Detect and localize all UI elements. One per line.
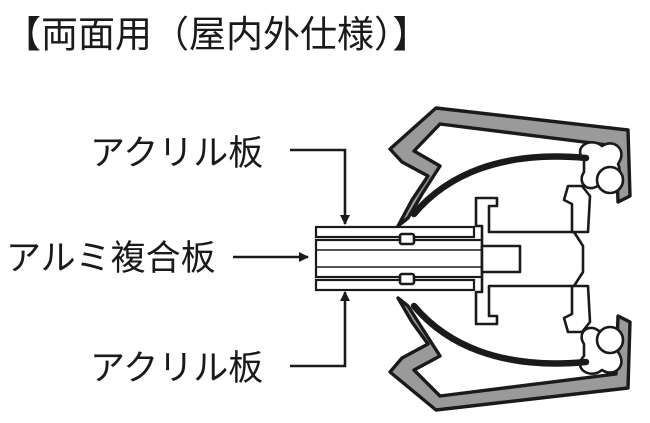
gasket-bottom bbox=[398, 272, 416, 286]
panel-sheets bbox=[314, 225, 484, 292]
diagram-title: 【両面用（屋内外仕様）】 bbox=[4, 13, 430, 56]
leader-acrylic-bottom bbox=[290, 291, 350, 368]
spring-lower bbox=[410, 302, 590, 367]
upper-channel bbox=[562, 184, 592, 234]
gasket-top bbox=[398, 232, 416, 246]
acrylic-sheet-bottom bbox=[314, 278, 476, 292]
acrylic-sheet-top bbox=[314, 225, 476, 239]
aluminum-composite-sheet bbox=[314, 238, 484, 279]
frame-cover-upper bbox=[388, 106, 632, 228]
center-extrusion-body bbox=[474, 196, 585, 326]
center-extrusion bbox=[474, 184, 592, 334]
label-acrylic-top: アクリル板 bbox=[90, 134, 263, 174]
lower-channel bbox=[562, 284, 592, 334]
center-tongue bbox=[480, 244, 522, 274]
leader-acrylic-top bbox=[290, 148, 350, 225]
clip-roll-lower bbox=[595, 325, 625, 355]
frame-cover-lower bbox=[388, 296, 632, 412]
label-aluminum-composite: アルミ複合板 bbox=[6, 239, 216, 279]
label-acrylic-bottom: アクリル板 bbox=[90, 349, 263, 389]
spring-upper bbox=[410, 153, 590, 218]
clip-roll-upper bbox=[595, 165, 625, 195]
